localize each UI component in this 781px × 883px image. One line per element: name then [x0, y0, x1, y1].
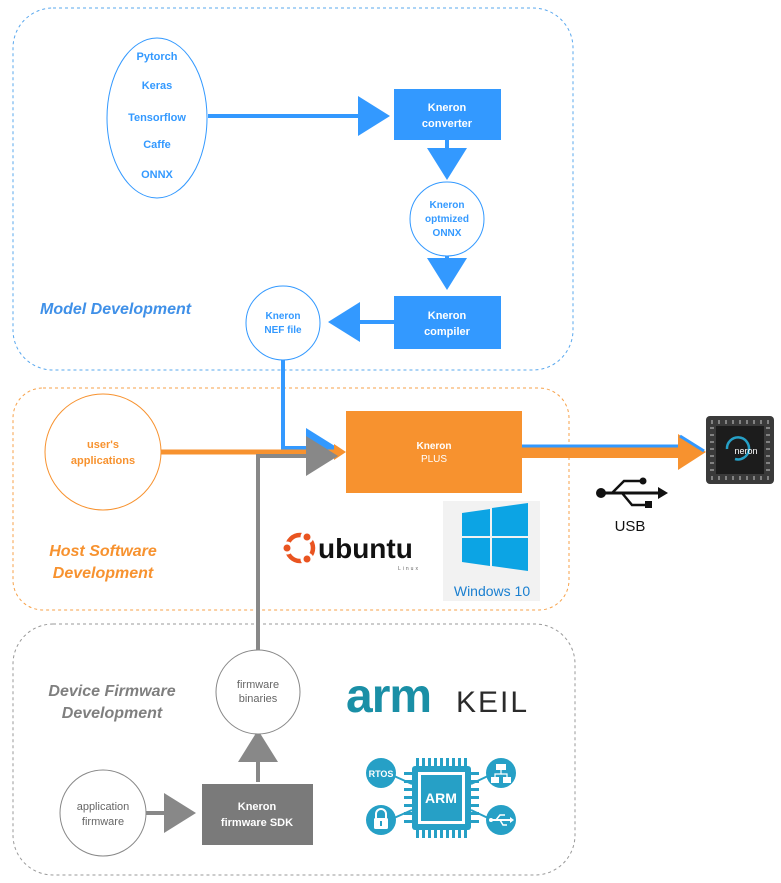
kneron-converter-label-2: converter — [422, 118, 473, 130]
host-software-label-line2: Development — [53, 565, 154, 582]
kneron-optimized-label-3: ONNX — [433, 228, 462, 239]
device-firmware-section — [12, 623, 576, 876]
arrow-fw-binaries-to-plus — [256, 436, 338, 656]
kneron-chip: neron — [706, 416, 774, 484]
kneron-plus-label-1: Kneron — [417, 441, 452, 452]
arrow-plus-to-chip-head — [678, 434, 706, 470]
firmware-binaries-node — [215, 649, 301, 735]
network-icon — [486, 758, 516, 788]
usb-label: USB — [615, 518, 646, 535]
kneron-nef-file-node — [245, 285, 321, 361]
kneron-compiler-label-1: Kneron — [428, 310, 467, 322]
kneron-converter-label-1: Kneron — [428, 102, 467, 114]
framework-pytorch: Pytorch — [137, 51, 178, 63]
kneron-compiler-label-2: compiler — [424, 326, 471, 338]
framework-tensorflow: Tensorflow — [128, 112, 186, 124]
user-applications-node — [44, 393, 162, 511]
frameworks-node — [106, 37, 208, 199]
firmware-binaries-label-2: binaries — [239, 693, 278, 705]
framework-onnx: ONNX — [141, 169, 173, 181]
ubuntu-wordmark: ubuntu — [318, 533, 413, 564]
windows-10-label: Windows 10 — [454, 583, 530, 599]
windows-logo-icon — [462, 503, 528, 571]
application-firmware-label-2: firmware — [82, 816, 124, 828]
usb-icon — [596, 477, 668, 508]
kneron-optimized-onnx-node — [409, 181, 485, 257]
kneron-plus-label-2: PLUS — [421, 454, 447, 465]
framework-keras: Keras — [142, 80, 173, 92]
host-software-label-line1: Host Software — [49, 543, 157, 560]
arrow-user-apps-head — [334, 444, 346, 460]
user-applications-label-1: user's — [87, 439, 119, 451]
firmware-binaries-label-1: firmware — [237, 679, 279, 691]
kneron-compiler-node — [394, 296, 501, 349]
application-firmware-node — [59, 769, 147, 857]
ubuntu-logo-icon — [280, 530, 316, 566]
kneron-firmware-sdk-label-1: Kneron — [238, 801, 277, 813]
arm-chip-label: ARM — [425, 790, 457, 806]
usb-badge-icon — [486, 805, 516, 835]
arm-rtos-graphic: ARM RTOS — [366, 758, 516, 838]
kneron-optimized-label-2: optmized — [425, 214, 469, 225]
keil-wordmark: KEIL — [456, 686, 529, 719]
application-firmware-label-1: application — [77, 801, 130, 813]
kneron-converter-node — [394, 89, 501, 140]
device-firmware-label-line1: Device Firmware — [48, 683, 175, 700]
ubuntu-sub-wordmark: Linux — [398, 566, 420, 572]
arm-wordmark: arm — [346, 670, 431, 723]
kneron-firmware-sdk-label-2: firmware SDK — [221, 817, 293, 829]
kneron-optimized-label-1: Kneron — [430, 200, 465, 211]
model-development-section — [12, 7, 574, 371]
device-firmware-label-line2: Development — [62, 705, 163, 722]
rtos-label: RTOS — [369, 769, 394, 779]
kneron-chip-label: neron — [734, 446, 757, 456]
kneron-nef-label-1: Kneron — [266, 311, 301, 322]
kneron-plus-node — [346, 411, 522, 493]
arrow-plus-to-chip-head-outline — [679, 434, 705, 453]
host-software-section — [12, 387, 570, 611]
model-development-label: Model Development — [40, 301, 192, 318]
framework-caffe: Caffe — [143, 139, 171, 151]
lock-icon — [366, 805, 396, 835]
user-applications-label-2: applications — [71, 455, 135, 467]
kneron-firmware-sdk-node — [202, 784, 313, 845]
kneron-nef-label-2: NEF file — [264, 325, 302, 336]
